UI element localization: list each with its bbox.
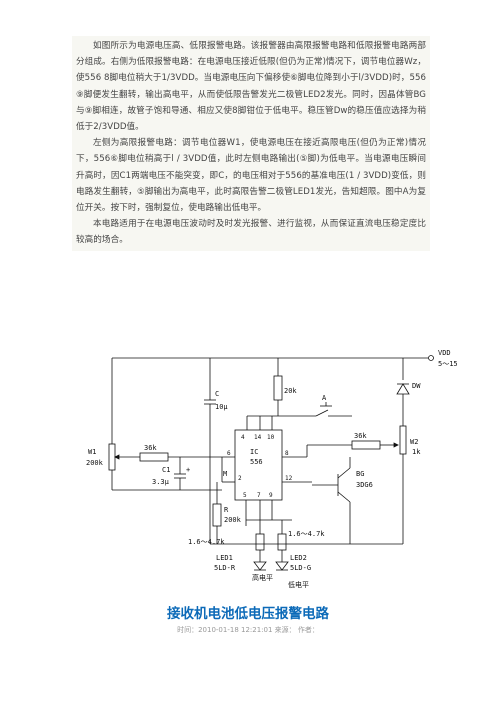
- r-value: 200k: [224, 516, 242, 524]
- r-label: R: [224, 506, 229, 514]
- paragraph-2: 左侧为高限报警电路：调节电位器W1，使电源电压在接近高限电压(但仍为正常)情况下…: [76, 138, 426, 214]
- pin-7-label: 7: [257, 492, 261, 499]
- pin-12-label: 12: [285, 475, 293, 482]
- vdd-label: VDD: [438, 349, 451, 357]
- vdd-range-label: 5～15: [438, 360, 458, 368]
- c-value: 10μ: [215, 403, 228, 411]
- article-title: 接收机电池低电压报警电路: [167, 606, 329, 622]
- high-level-label: 高电平: [252, 573, 273, 582]
- ic-label: IC: [250, 448, 258, 456]
- led2-label: LED2: [290, 554, 307, 562]
- r-led1-value: 1.6～4.7k: [188, 538, 225, 546]
- pin-2-label: 2: [238, 475, 242, 482]
- ic-part-label: 556: [250, 458, 263, 466]
- article-text-block: 如图所示为电源电压高、低限报警电路。该报警器由高限报警电路和低限报警电路两部分组…: [72, 36, 430, 251]
- pin-9-label: 9: [269, 492, 273, 499]
- article-meta: 时间：2010-01-18 12:21:01 来源： 作者：: [177, 626, 319, 634]
- bg-part-label: 3DG6: [356, 481, 373, 489]
- c1-label: C1: [162, 466, 170, 474]
- w2-value: 1k: [412, 448, 421, 456]
- m-node-label: M: [223, 470, 227, 478]
- pin-8-label: 8: [285, 450, 289, 457]
- c-label: C: [215, 390, 219, 398]
- pin-5-label: 5: [243, 492, 247, 499]
- bg-label: BG: [356, 470, 364, 478]
- switch-a-label: A: [322, 394, 327, 402]
- paragraph-1: 如图所示为电源电压高、低限报警电路。该报警器由高限报警电路和低限报警电路两部分组…: [76, 41, 426, 133]
- r-left-value: 36k: [144, 444, 157, 452]
- circuit-diagram: VDD 5～15 DW C 10μ 20k A W1 200k 36k 36k …: [86, 349, 458, 589]
- r-led2-value: 1.6～4.7k: [288, 530, 325, 538]
- low-level-label: 低电平: [288, 580, 309, 589]
- led1-label: LED1: [216, 554, 233, 562]
- pin-14-label: 14: [254, 434, 262, 441]
- w2-label: W2: [410, 438, 418, 446]
- w1-label: W1: [88, 448, 96, 456]
- r-right-value: 36k: [354, 432, 367, 440]
- dw-label: DW: [412, 382, 421, 390]
- pin-6-label: 6: [227, 450, 231, 457]
- c1-value: 3.3μ: [152, 478, 170, 486]
- w1-value: 200k: [86, 459, 104, 467]
- paragraph-3: 本电路适用于在电源电压波动时及时发光报警、进行监视，从而保证直流电压稳定度比较高…: [76, 219, 426, 246]
- led1-part-label: 5LD-R: [214, 564, 236, 572]
- r-top-value: 20k: [284, 387, 297, 395]
- led2-part-label: 5LD-G: [290, 564, 311, 572]
- pin-10-label: 10: [267, 434, 275, 441]
- pin-4-label: 4: [241, 434, 245, 441]
- c1-plus-label: +: [186, 466, 190, 474]
